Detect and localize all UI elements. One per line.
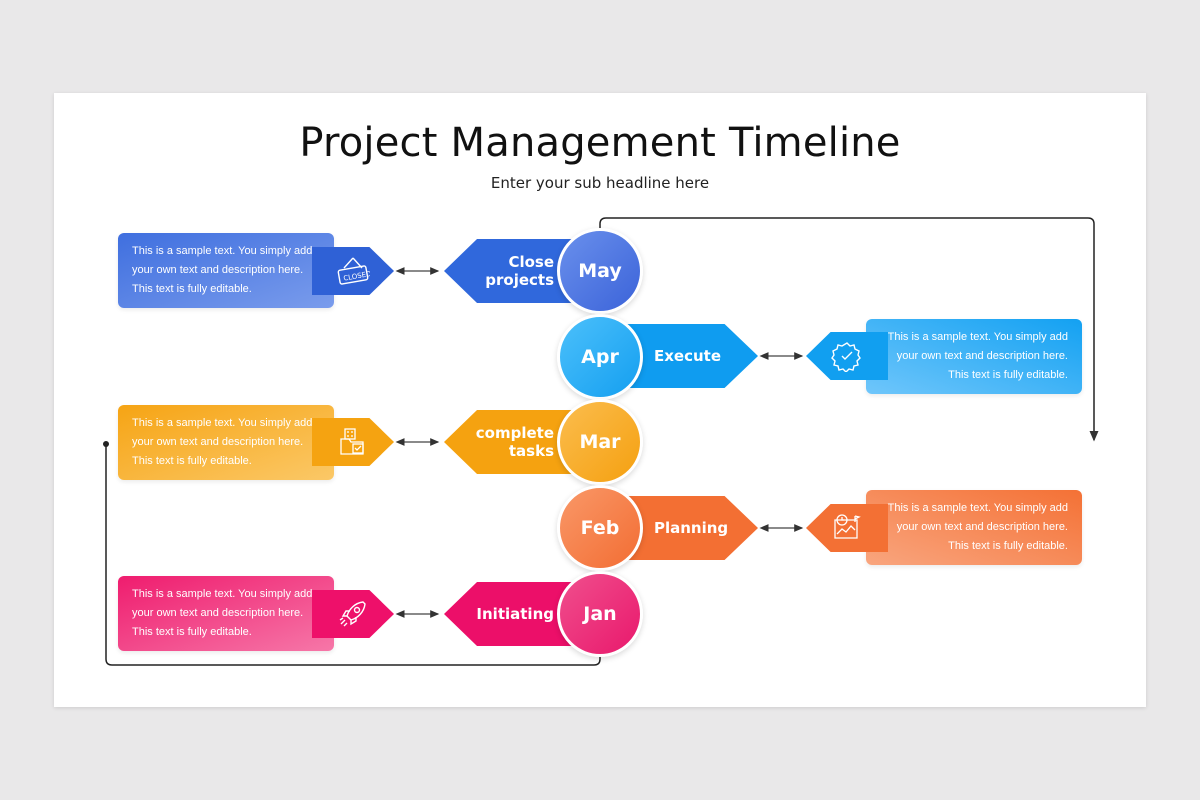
month-circle-may: May [557, 228, 643, 314]
phase-label-line: tasks [508, 442, 554, 460]
description-text: This is a sample text. You simply add yo… [132, 245, 313, 295]
description-text: This is a sample text. You simply add yo… [887, 502, 1068, 552]
description-card: This is a sample text. You simply add yo… [118, 405, 334, 480]
phase-label-line: complete [475, 424, 554, 442]
month-circle-apr: Apr [557, 314, 643, 400]
description-text: This is a sample text. You simply add yo… [132, 417, 313, 467]
description-card: This is a sample text. You simply add yo… [866, 319, 1082, 394]
phase-label-line: Close [508, 253, 554, 271]
phase-label-line: projects [485, 271, 554, 289]
month-circle-feb: Feb [557, 485, 643, 571]
description-text: This is a sample text. You simply add yo… [132, 588, 313, 638]
month-circle-jan: Jan [557, 571, 643, 657]
description-card: This is a sample text. You simply add yo… [866, 490, 1082, 565]
description-text: This is a sample text. You simply add yo… [887, 331, 1068, 381]
slide-subtitle: Enter your sub headline here [490, 174, 710, 192]
description-card: This is a sample text. You simply add yo… [118, 576, 334, 651]
svg-text:CLOSED: CLOSED [343, 270, 370, 283]
slide-title: Project Management Timeline [299, 120, 901, 166]
month-circle-mar: Mar [557, 399, 643, 485]
description-card: This is a sample text. You simply add yo… [118, 233, 334, 308]
